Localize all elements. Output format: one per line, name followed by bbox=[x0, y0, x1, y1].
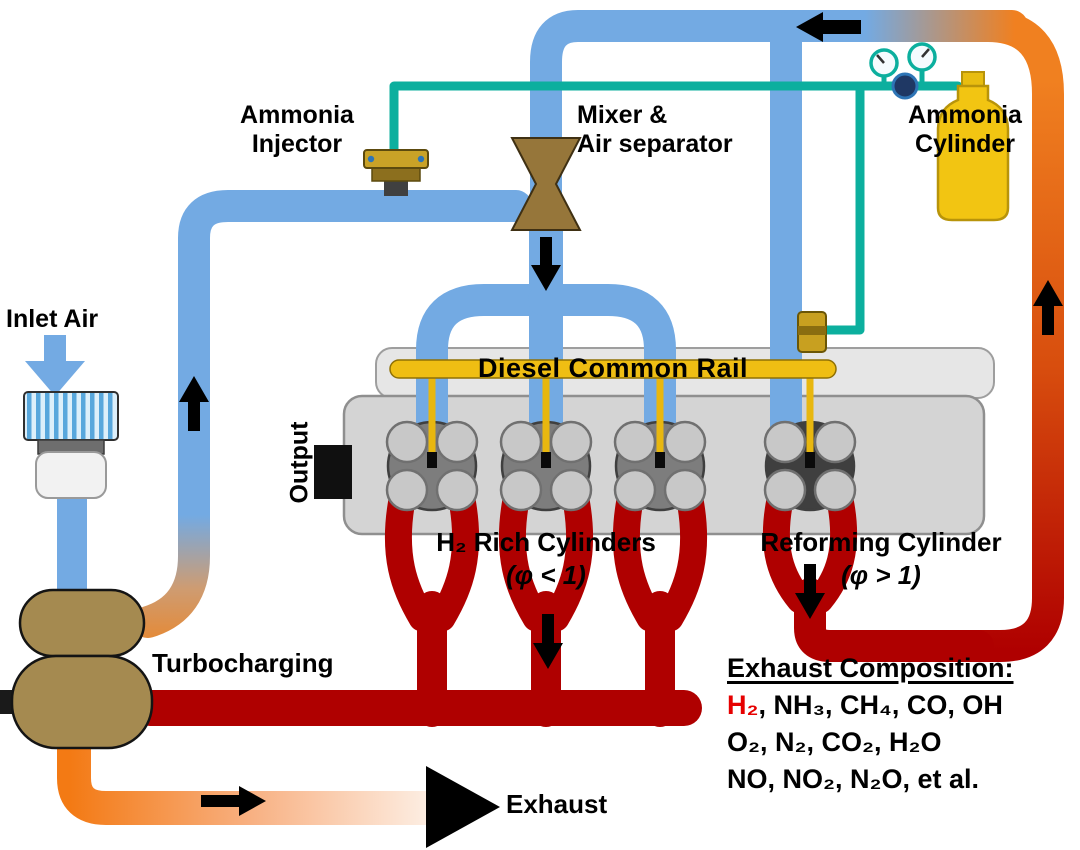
compressed-air-pipe bbox=[132, 190, 532, 638]
label-exhaust: Exhaust bbox=[506, 789, 608, 819]
rail-bar bbox=[389, 359, 837, 379]
label-h2-rich-phi: (φ < 1) bbox=[506, 560, 586, 590]
tailpipe bbox=[57, 715, 445, 825]
injector-tip-3 bbox=[655, 452, 665, 468]
air-filter bbox=[23, 335, 119, 499]
label-output: Output bbox=[285, 421, 314, 504]
flow-arrow-right-tailpipe bbox=[201, 786, 266, 816]
cylinders bbox=[385, 420, 857, 512]
label-ammonia-cylinder-line1: Ammonia bbox=[908, 101, 1022, 129]
output-shaft bbox=[314, 445, 352, 499]
exhaust-composition-line1: H₂, NH₃, CH₄, CO, OH bbox=[727, 687, 1014, 724]
label-mixer-air-separator: Mixer & Air separator bbox=[577, 101, 733, 159]
label-ammonia-injector-line1: Ammonia bbox=[240, 101, 354, 129]
label-inlet-air: Inlet Air bbox=[6, 305, 99, 333]
exhaust-composition-line1-rest: , NH₃, CH₄, CO, OH bbox=[758, 690, 1003, 720]
injector-tip-4 bbox=[805, 452, 815, 468]
exhaust-composition-line2: O₂, N₂, CO₂, H₂O bbox=[727, 727, 942, 757]
h2-highlight: H₂ bbox=[727, 690, 759, 720]
diesel-common-rail bbox=[389, 359, 837, 468]
regulator-knob bbox=[891, 72, 919, 100]
label-mixer-line2: Air separator bbox=[577, 130, 733, 158]
flow-arrow-down-reforming bbox=[795, 564, 825, 619]
label-ammonia-cylinder: Ammonia Cylinder bbox=[884, 101, 1046, 159]
flow-arrow-down-rich bbox=[533, 614, 563, 669]
label-h2-rich-line1: H₂ Rich Cylinders bbox=[436, 527, 656, 557]
flow-arrows bbox=[179, 12, 1063, 848]
flow-arrow-up-riser bbox=[1033, 280, 1063, 335]
ammonia-cylinder bbox=[936, 71, 1010, 222]
turbo-mount bbox=[0, 690, 14, 714]
pressure-regulator bbox=[869, 42, 937, 100]
ammonia-line-to-injector bbox=[389, 81, 963, 157]
injector-tip-2 bbox=[541, 452, 551, 468]
label-reforming-line1: Reforming Cylinder bbox=[760, 527, 1002, 557]
label-turbocharging: Turbocharging bbox=[152, 648, 334, 678]
ammonia-injector bbox=[363, 149, 429, 196]
mixer-air-separator bbox=[510, 137, 582, 231]
filter-canister bbox=[35, 451, 107, 499]
turbocharger bbox=[0, 588, 154, 750]
filter-element bbox=[23, 391, 119, 441]
label-reforming-cylinder: Reforming Cylinder (φ > 1) bbox=[722, 526, 1040, 592]
compressor-housing bbox=[18, 588, 146, 658]
exhaust-composition-line3: NO, NO₂, N₂O, et al. bbox=[727, 764, 980, 794]
ammonia-line-to-reforming-cylinder bbox=[821, 81, 865, 335]
ammonia-port-fitting bbox=[797, 311, 827, 353]
label-ammonia-injector-line2: Injector bbox=[251, 130, 343, 158]
flow-arrow-up-intake bbox=[179, 376, 209, 431]
exhaust-outlet-arrow bbox=[426, 766, 500, 848]
exhaust-composition: Exhaust Composition: H₂, NH₃, CH₄, CO, O… bbox=[727, 650, 1014, 798]
label-mixer-line1: Mixer & bbox=[577, 101, 668, 129]
reforming-exhaust-stem bbox=[794, 578, 994, 662]
reformate-return-pipe bbox=[530, 10, 1028, 326]
exhaust-composition-title: Exhaust Composition: bbox=[727, 653, 1014, 683]
turbine-housing bbox=[10, 654, 154, 750]
flow-arrow-left-reformate bbox=[796, 12, 861, 42]
intake-manifold-right-arm bbox=[528, 284, 676, 444]
label-reforming-phi: (φ > 1) bbox=[841, 560, 921, 590]
label-h2-rich-cylinders: H₂ Rich Cylinders (φ < 1) bbox=[386, 526, 706, 592]
ammonia-supply-lines bbox=[389, 81, 963, 335]
label-ammonia-injector: Ammonia Injector bbox=[222, 101, 372, 159]
inlet-air-arrow bbox=[25, 335, 85, 396]
intake-manifold-left-arm bbox=[416, 284, 564, 444]
label-diesel-common-rail: Diesel Common Rail bbox=[477, 353, 749, 383]
flow-arrow-down-mixer bbox=[531, 237, 561, 291]
injector-tip-1 bbox=[427, 452, 437, 468]
label-ammonia-cylinder-line2: Cylinder bbox=[914, 130, 1016, 158]
